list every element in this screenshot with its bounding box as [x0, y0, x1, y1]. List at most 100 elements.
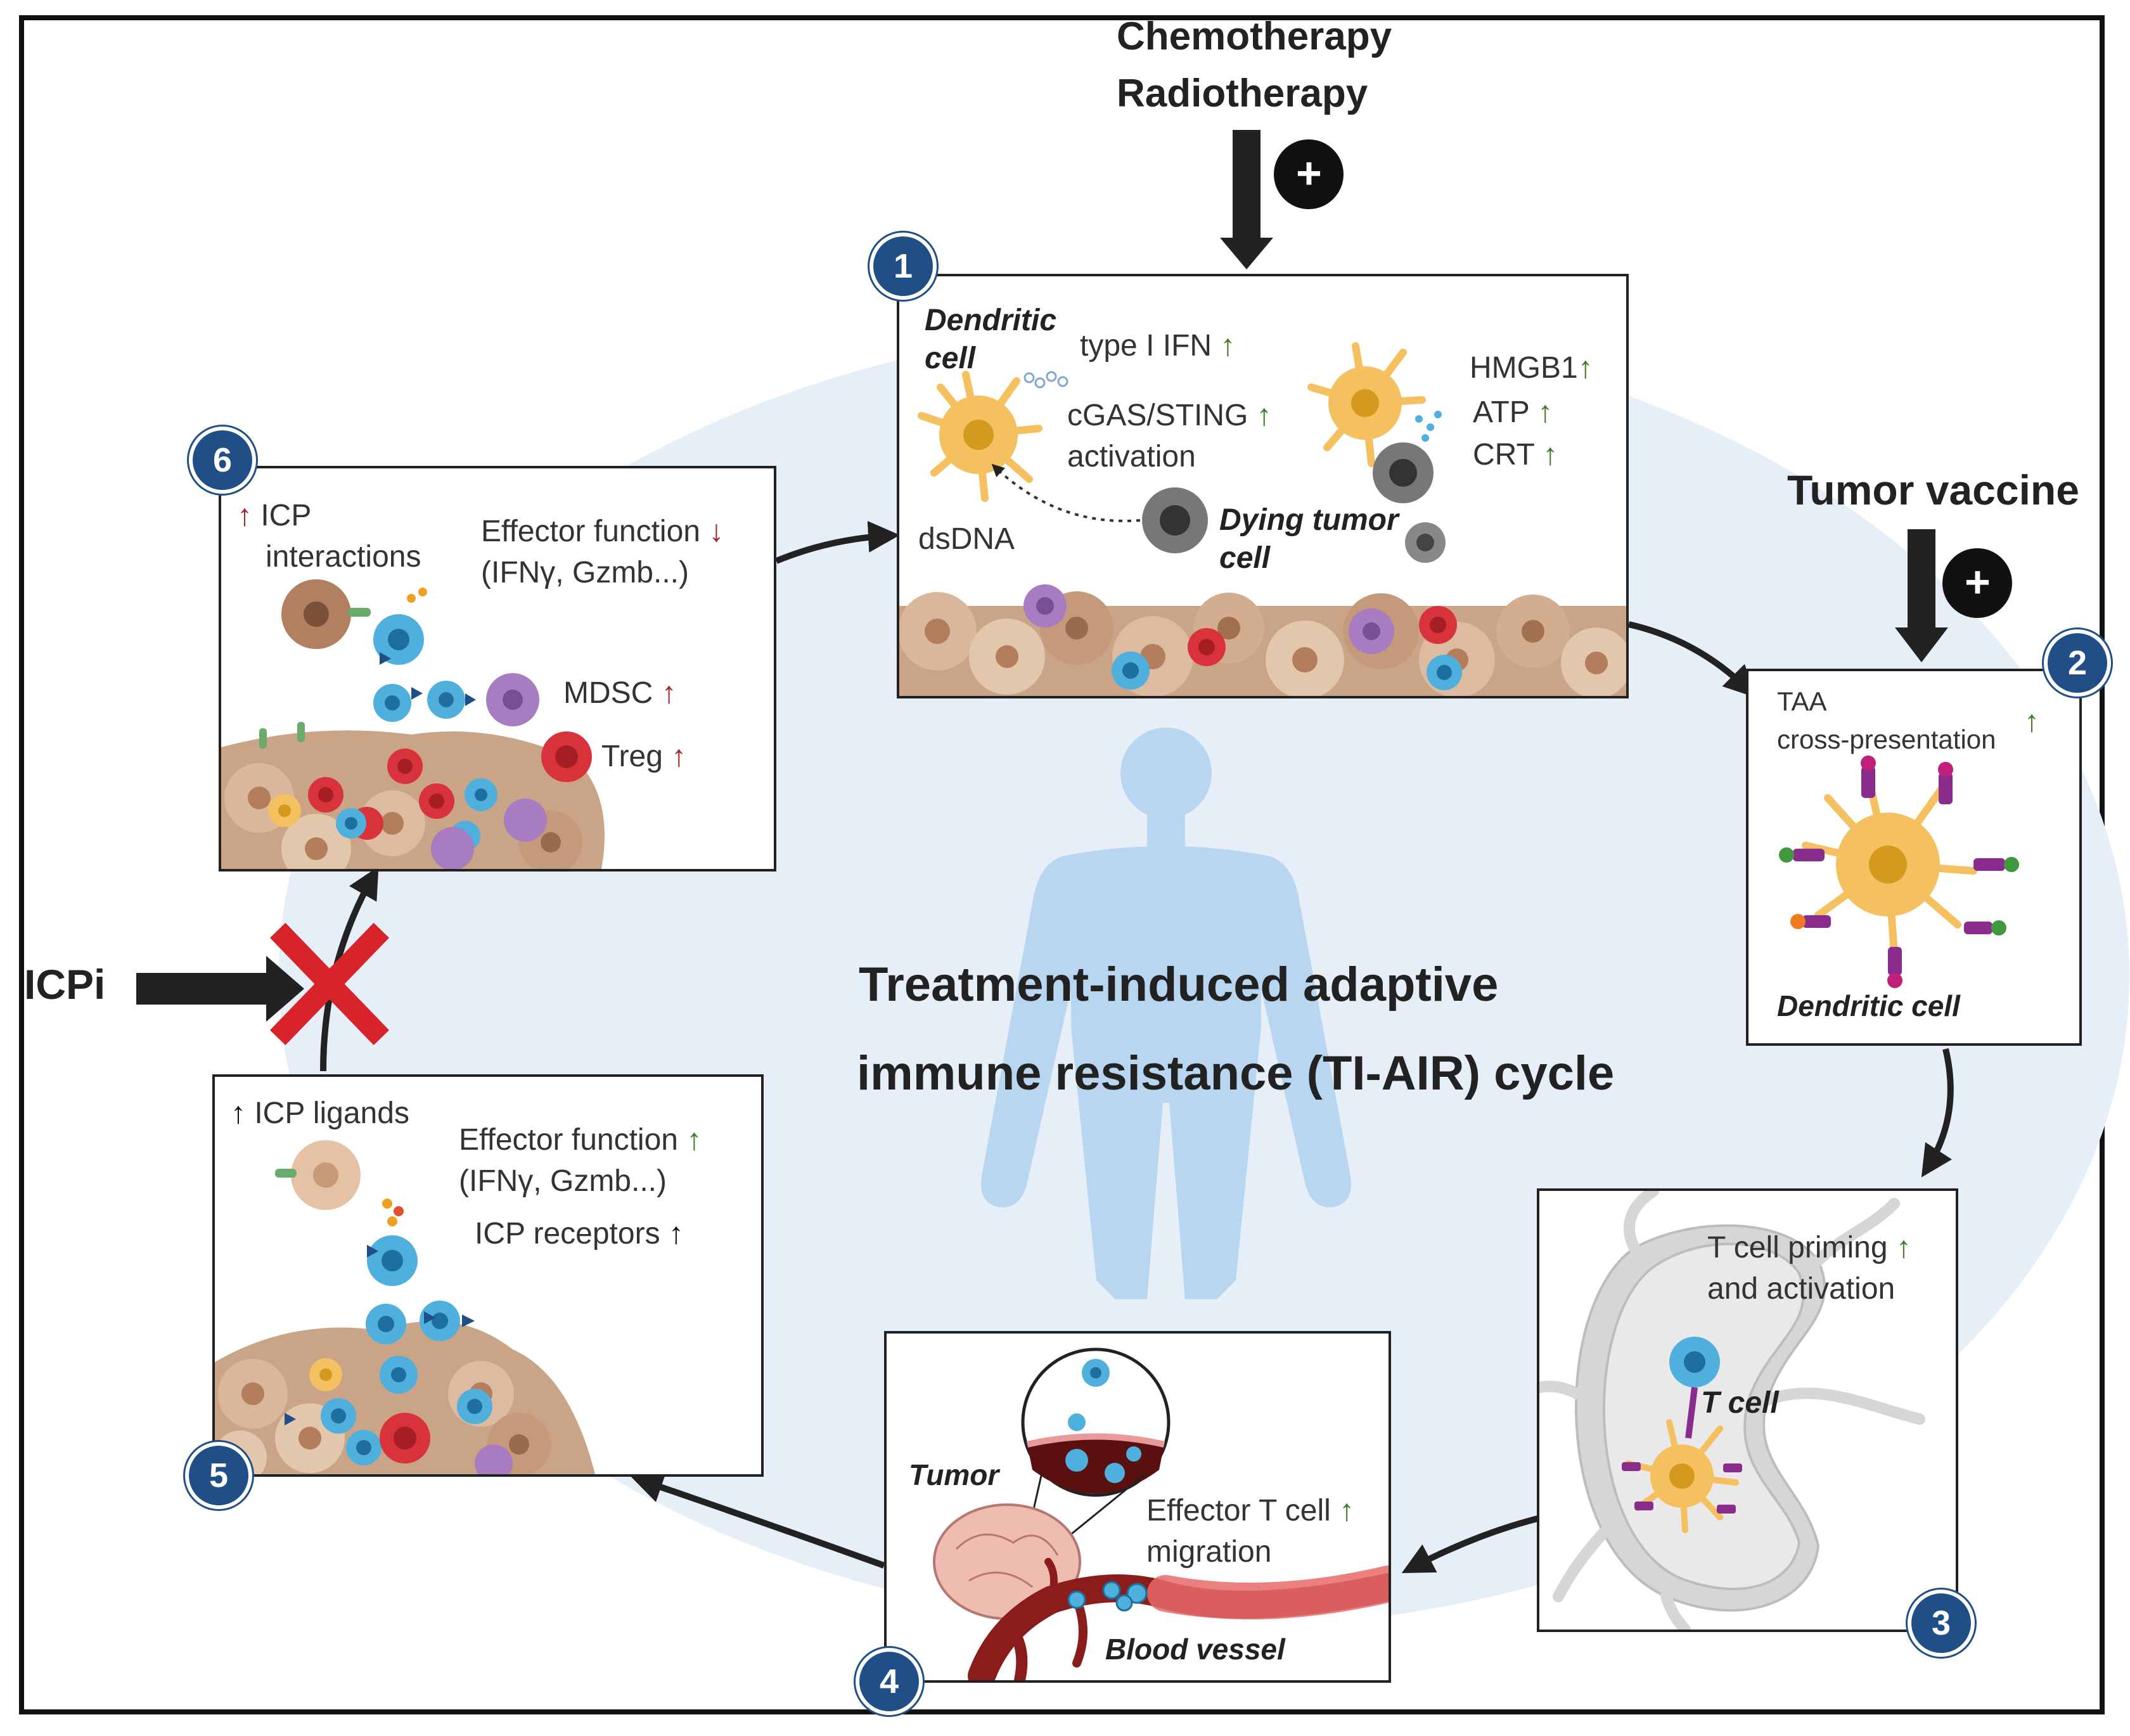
increase-arrow-icon: ↑	[1220, 329, 1236, 363]
dendritic-cell-label-2: cell	[925, 342, 976, 375]
increase-arrow-icon: ↑	[1339, 1494, 1355, 1527]
input-tumor-vaccine: Tumor vaccine	[1787, 466, 2079, 513]
t-cell-label: T cell	[1701, 1386, 1779, 1420]
atp-label: ATP ↑	[1473, 394, 1553, 432]
dying-tumor-label-1: Dying tumor	[1219, 503, 1399, 537]
vaccine-plus-circle	[1942, 548, 2012, 618]
lymph-vessels	[1539, 1191, 1925, 1630]
interactions-label: interactions	[266, 540, 421, 574]
increase-arrow-icon: ↑	[2024, 705, 2039, 738]
t-cell	[420, 1301, 460, 1341]
dendritic-cell	[918, 371, 1043, 502]
increase-arrow-icon: ↑	[237, 499, 252, 532]
dying-tumor-cell	[1373, 442, 1434, 503]
step-1-illustration	[899, 342, 1626, 696]
decrease-arrow-icon: ↓	[709, 515, 724, 548]
blood-vessel-label: Blood vessel	[1105, 1633, 1285, 1666]
t-cell	[373, 684, 411, 722]
hmgb1-text: HMGB1	[1470, 351, 1578, 385]
icp-ligand	[275, 1169, 297, 1178]
icp-receptors	[380, 652, 476, 706]
type1-ifn-label: type I IFN ↑	[1080, 327, 1235, 365]
arrow-4-to-5	[631, 1472, 885, 1569]
arrow-6-to-1	[775, 520, 900, 564]
treg-label: Treg ↑	[601, 738, 686, 776]
cgas-sting-text: cGAS/STING	[1067, 399, 1248, 432]
mdsc-cell	[486, 673, 539, 726]
t-cell	[427, 681, 465, 719]
input-chemotherapy: Chemotherapy	[1117, 15, 1392, 58]
icp-label: ICP	[260, 499, 312, 532]
step-6-panel: ↑ ICP interactions Effector function ↓ (…	[219, 466, 776, 871]
tumor-cell	[291, 1140, 361, 1210]
cgas-sting-label: cGAS/STING ↑	[1067, 397, 1272, 435]
dsdna-release-arrow	[991, 463, 1141, 522]
tcr-stalk	[1685, 1387, 1698, 1439]
vaccine-plus-icon: +	[1965, 557, 1991, 607]
vaccine-arrow-head	[1895, 627, 1948, 662]
input-radiotherapy: Radiotherapy	[1117, 72, 1368, 115]
mdsc-label: MDSC ↑	[563, 674, 677, 712]
arrow-1-to-2	[1627, 621, 1756, 698]
cycle-title-line-1: Treatment-induced adaptive	[859, 958, 1499, 1012]
t-cell	[321, 1398, 356, 1434]
mhc-antigen-complexes	[1779, 755, 2019, 988]
mdsc-cell	[504, 799, 547, 842]
effector-function-label: Effector function ↓	[481, 513, 724, 551]
arrow-3-to-4	[1401, 1515, 1541, 1573]
dendritic-cell	[1307, 342, 1426, 467]
tumor-cell	[281, 579, 351, 649]
t-cell	[465, 778, 497, 811]
icp-ligands-label: ICP ligands	[254, 1096, 409, 1130]
chemo-plus-circle	[1274, 139, 1344, 209]
mdsc-cell	[1349, 608, 1394, 654]
step-1-panel: Dendritic cell type I IFN ↑ cGAS/STING ↑…	[897, 274, 1629, 698]
arrow-2-to-3	[1921, 1048, 1954, 1178]
treg-cell	[541, 731, 592, 782]
magnified-vessel-inset	[1021, 1347, 1171, 1497]
tumor-mass	[899, 591, 1626, 696]
effector-molecules-label: (IFNγ, Gzmb...)	[459, 1164, 667, 1198]
mdsc-cell	[431, 827, 474, 869]
icp-receptors	[285, 1245, 475, 1425]
cytokines	[382, 1199, 404, 1226]
increase-arrow-icon: ↑	[686, 1123, 702, 1157]
icp-ligands	[259, 722, 305, 749]
ifn-molecules	[1023, 371, 1068, 389]
increase-arrow-icon: ↑	[1543, 438, 1558, 472]
activation-label: and activation	[1707, 1272, 1896, 1306]
t-cell	[366, 1304, 406, 1344]
taa-label-1: TAA	[1777, 686, 1827, 716]
t-cell	[367, 1235, 418, 1286]
priming-text: T cell priming	[1707, 1231, 1888, 1264]
icp-receptors-text: ICP receptors	[475, 1217, 660, 1251]
step-5-panel: ↑ ICP ligands Effector function ↑ (IFNγ,…	[212, 1074, 764, 1477]
step-2-badge: 2	[2044, 629, 2111, 697]
treg-cell	[380, 1413, 430, 1463]
t-cell	[1112, 652, 1150, 690]
effector-function-label: Effector function ↑	[459, 1121, 702, 1159]
increase-arrow-icon: ↑	[1896, 1231, 1911, 1264]
cgas-activation-label: activation	[1067, 440, 1196, 473]
step-3-illustration	[1539, 1191, 1925, 1630]
t-cell	[1067, 1581, 1148, 1612]
taa-label-2: cross-presentation	[1777, 724, 1996, 754]
crt-label: CRT ↑	[1473, 436, 1558, 474]
dendritic-cell-label-1: Dendritic	[925, 304, 1057, 337]
effector-molecules-label: (IFNγ, Gzmb...)	[481, 556, 689, 589]
step-3-panel: T cell priming ↑ and activation T cell	[1537, 1188, 1958, 1632]
step-5-illustration	[215, 1140, 595, 1474]
treg-cell	[308, 777, 343, 813]
effector-function-text: Effector function	[459, 1123, 678, 1157]
icpi-arrow-shaft	[136, 973, 269, 1005]
t-cell	[373, 614, 424, 665]
increase-arrow-icon: ↑	[668, 1217, 684, 1251]
icp-receptors-label: ICP receptors ↑	[475, 1215, 684, 1253]
chemo-arrow-head	[1220, 238, 1273, 269]
increase-arrow-icon: ↑	[661, 676, 677, 710]
mdsc-cell	[1023, 584, 1067, 627]
input-icpi: ICPi	[24, 961, 106, 1008]
t-cell	[336, 808, 366, 839]
chemo-arrow-shaft	[1233, 130, 1261, 241]
t-cell	[1427, 655, 1462, 690]
